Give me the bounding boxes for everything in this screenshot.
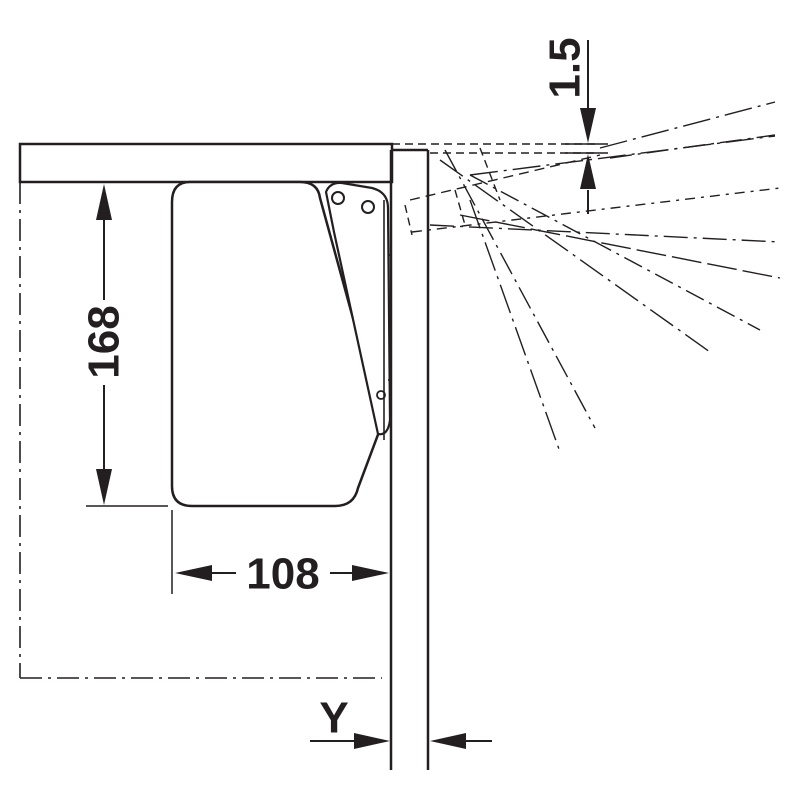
width-dimension [171,510,389,594]
mounting-plate [383,200,391,440]
offset-label: Y [319,694,348,743]
mechanism-housing [170,180,384,508]
pivot-icon [331,191,345,205]
pivot-icon [376,390,386,400]
flap-closed-dashed [392,143,595,154]
cabinet-outline [19,182,382,679]
side-panel [389,148,430,770]
height-dimension [86,184,168,507]
offset-dimension [310,733,492,749]
flap-open-positions [404,101,781,453]
gap-dimension [565,40,608,214]
height-label: 168 [80,305,129,378]
top-panel [18,142,394,184]
width-label: 108 [246,550,319,599]
pivot-icon [361,200,375,214]
gap-label: 1.5 [541,37,590,98]
